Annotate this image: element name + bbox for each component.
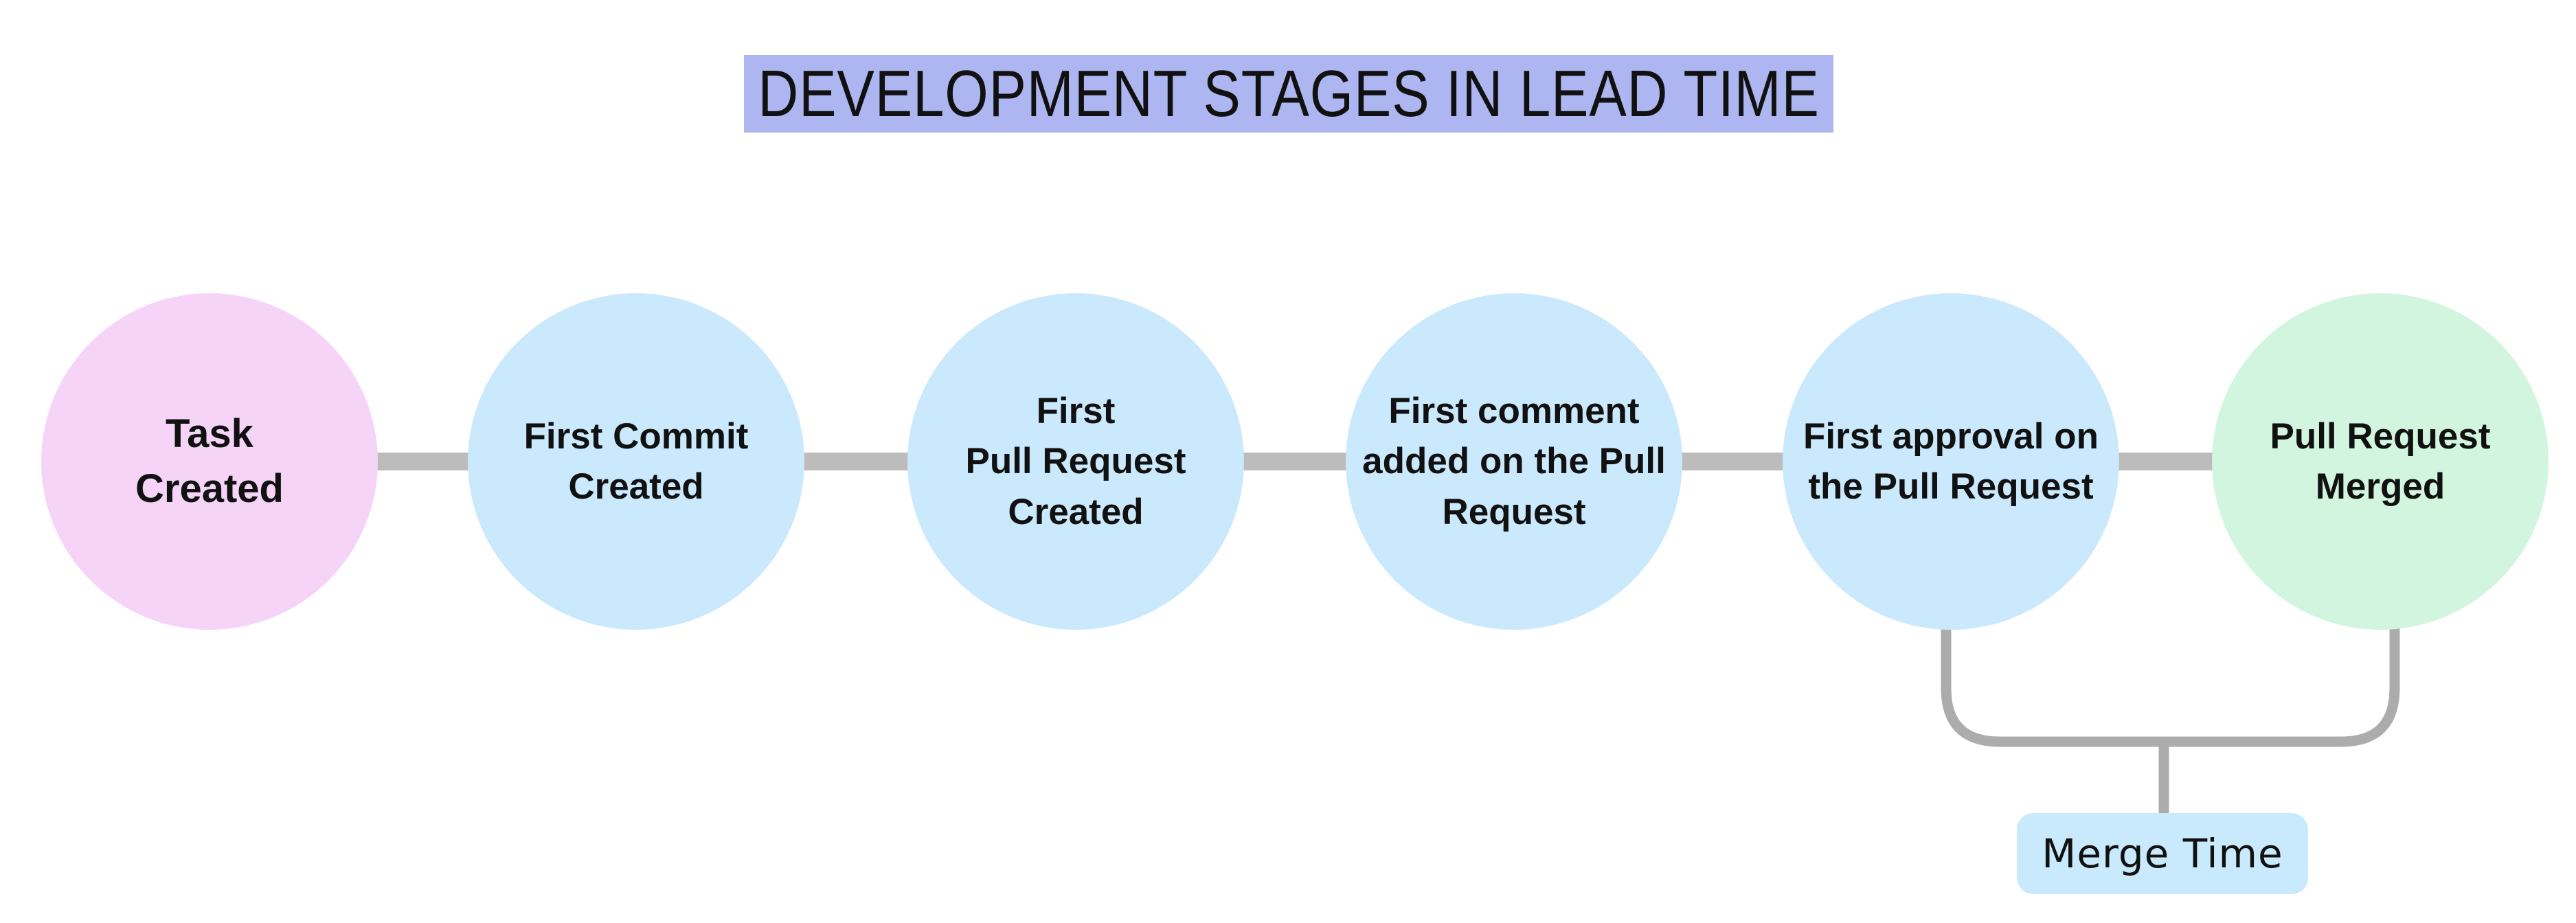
stage-label: First Pull Request Created (965, 391, 1186, 532)
stage-first-pull-request-created: First Pull Request Created (907, 293, 1244, 630)
stage-first-comment-added: First comment added on the Pull Request (1346, 293, 1682, 630)
stage-label: First approval on the Pull Request (1803, 415, 2099, 507)
stage-first-commit-created: First Commit Created (468, 293, 804, 630)
stage-first-approval: First approval on the Pull Request (1783, 293, 2119, 630)
merge-time-bracket-path (1941, 626, 2400, 816)
stage-label: First Commit Created (523, 415, 749, 507)
stage-label: Pull Request Merged (2270, 415, 2491, 507)
stage-label: Task Created (135, 411, 284, 511)
diagram-title: DEVELOPMENT STAGES IN LEAD TIME (758, 56, 1820, 130)
stage-pull-request-merged: Pull Request Merged (2212, 293, 2549, 630)
stage-task-created: Task Created (41, 293, 378, 630)
stage-label: First comment added on the Pull Request (1362, 391, 1666, 532)
diagram-title-banner: DEVELOPMENT STAGES IN LEAD TIME (744, 55, 1833, 133)
merge-time-text: Merge Time (2042, 830, 2283, 877)
merge-time-label: Merge Time (2017, 813, 2308, 894)
